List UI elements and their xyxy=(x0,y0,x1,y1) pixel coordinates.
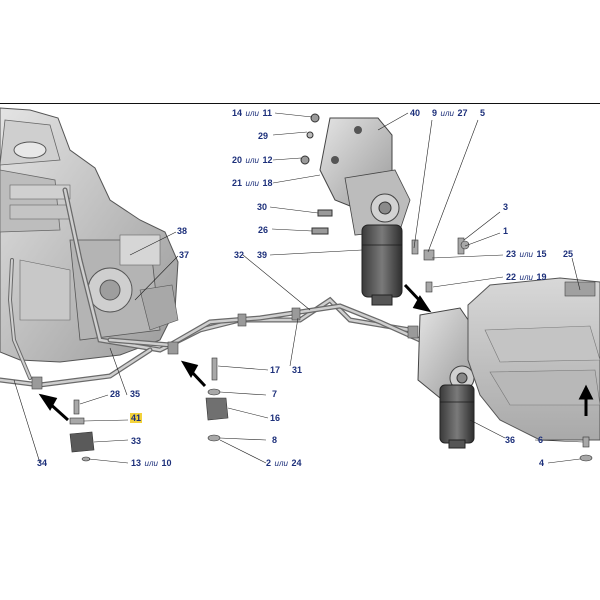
callout-23-or-15: 23 или 15 xyxy=(506,249,547,259)
callout-6: 6 xyxy=(538,435,544,445)
callout-39: 39 xyxy=(257,250,268,260)
callout-37: 37 xyxy=(179,250,190,260)
callout-30: 30 xyxy=(257,202,268,212)
callout-31: 31 xyxy=(292,365,303,375)
callout-33: 33 xyxy=(131,436,142,446)
tank-hardware xyxy=(579,436,593,462)
callout-16: 16 xyxy=(270,413,281,423)
callout-2-or-24: 2 или 24 xyxy=(266,458,302,468)
callout-32: 32 xyxy=(234,250,245,260)
callout-5: 5 xyxy=(480,108,486,118)
callout-26: 26 xyxy=(258,225,269,235)
clamp-parts xyxy=(69,399,95,462)
callout-8: 8 xyxy=(272,435,278,445)
callout-36: 36 xyxy=(505,435,516,445)
callout-21-or-18: 21 или 18 xyxy=(232,178,273,188)
callout-28: 28 xyxy=(110,389,121,399)
leader-lines xyxy=(13,112,584,464)
direction-arrows xyxy=(38,283,594,422)
callout-25: 25 xyxy=(563,249,574,259)
callout-34: 34 xyxy=(37,458,48,468)
callout-14-or-11: 14 или 11 xyxy=(232,108,272,118)
callout-9-or-27: 9 или 27 xyxy=(432,108,468,118)
callout-22-or-19: 22 или 19 xyxy=(506,272,547,282)
callout-41-highlighted: 41 xyxy=(130,413,143,423)
lower-filter-assembly xyxy=(417,307,476,449)
callout-40: 40 xyxy=(410,108,421,118)
header-divider xyxy=(0,103,600,104)
callout-38: 38 xyxy=(177,226,188,236)
engine-block xyxy=(0,107,179,363)
upper-filter-assembly xyxy=(300,113,411,306)
mount-bracket-parts xyxy=(205,357,229,442)
hardware-group xyxy=(411,237,470,293)
fuel-tank xyxy=(467,277,600,441)
callout-4: 4 xyxy=(539,458,545,468)
callout-3: 3 xyxy=(503,202,509,212)
callout-35: 35 xyxy=(130,389,141,399)
callout-17: 17 xyxy=(270,365,281,375)
callout-1: 1 xyxy=(503,226,509,236)
callout-7: 7 xyxy=(272,389,278,399)
callout-20-or-12: 20 или 12 xyxy=(232,155,273,165)
callout-29: 29 xyxy=(258,131,269,141)
callout-13-or-10: 13 или 10 xyxy=(131,458,172,468)
line-clamps xyxy=(31,307,419,390)
